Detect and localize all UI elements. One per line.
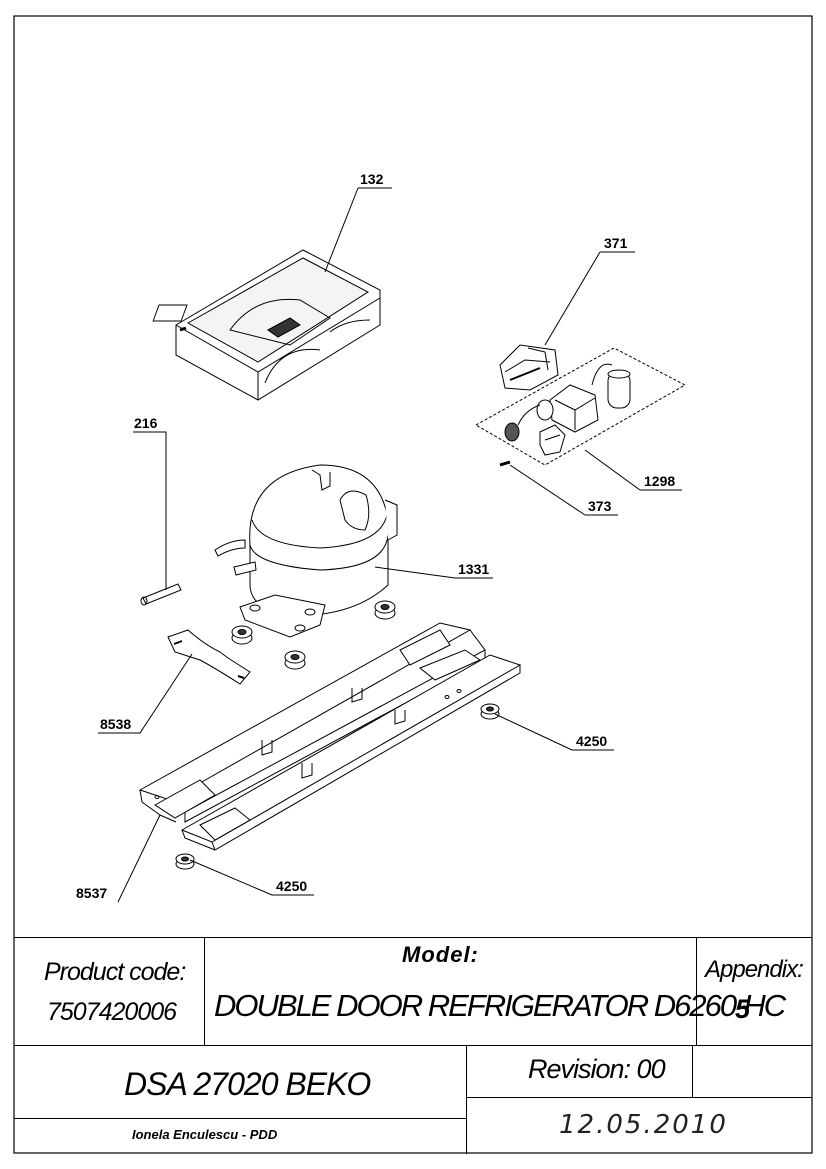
callout-132: 132: [360, 171, 384, 187]
callout-1331: 1331: [458, 561, 489, 577]
part-4250-grommets: [175, 703, 500, 870]
dsa-number: DSA 27020 BEKO: [124, 1066, 371, 1102]
leader-lines: [98, 187, 682, 903]
callout-1298: 1298: [644, 473, 675, 489]
revision-date: 12.05.2010: [559, 1110, 728, 1140]
product-code-value: 7507420006: [47, 998, 177, 1026]
callout-8538: 8538: [100, 716, 131, 732]
callout-216: 216: [134, 415, 158, 431]
title-block: Product code: 7507420006 Model: DOUBLE D…: [14, 937, 812, 1154]
part-1331-compressor: [214, 464, 398, 670]
model-value: DOUBLE DOOR REFRIGERATOR D6260-HC: [214, 988, 786, 1023]
part-132-drip-tray: [152, 249, 381, 401]
author: Ionela Enculescu - PDD: [132, 1127, 278, 1142]
part-216-tube: [140, 583, 182, 606]
callout-4250: 4250: [276, 878, 307, 894]
callout-373: 373: [588, 498, 612, 514]
callout-8537: 8537: [76, 885, 107, 901]
appendix-value: 5: [735, 994, 751, 1024]
callout-4250: 4250: [576, 733, 607, 749]
product-code-label: Product code:: [44, 958, 186, 986]
part-8538-clip: [167, 629, 251, 685]
appendix-label: Appendix:: [705, 956, 804, 983]
callout-labels: 132 371 216 1298 373 1331 8538 4250 8537…: [76, 171, 675, 901]
revision: Revision: 00: [528, 1054, 666, 1084]
part-8537-base-rails: [138, 622, 522, 851]
outer-frame: [13, 15, 813, 1154]
callout-371: 371: [604, 235, 628, 251]
model-label: Model:: [402, 942, 479, 967]
part-1298-electrical-group: [474, 344, 687, 467]
